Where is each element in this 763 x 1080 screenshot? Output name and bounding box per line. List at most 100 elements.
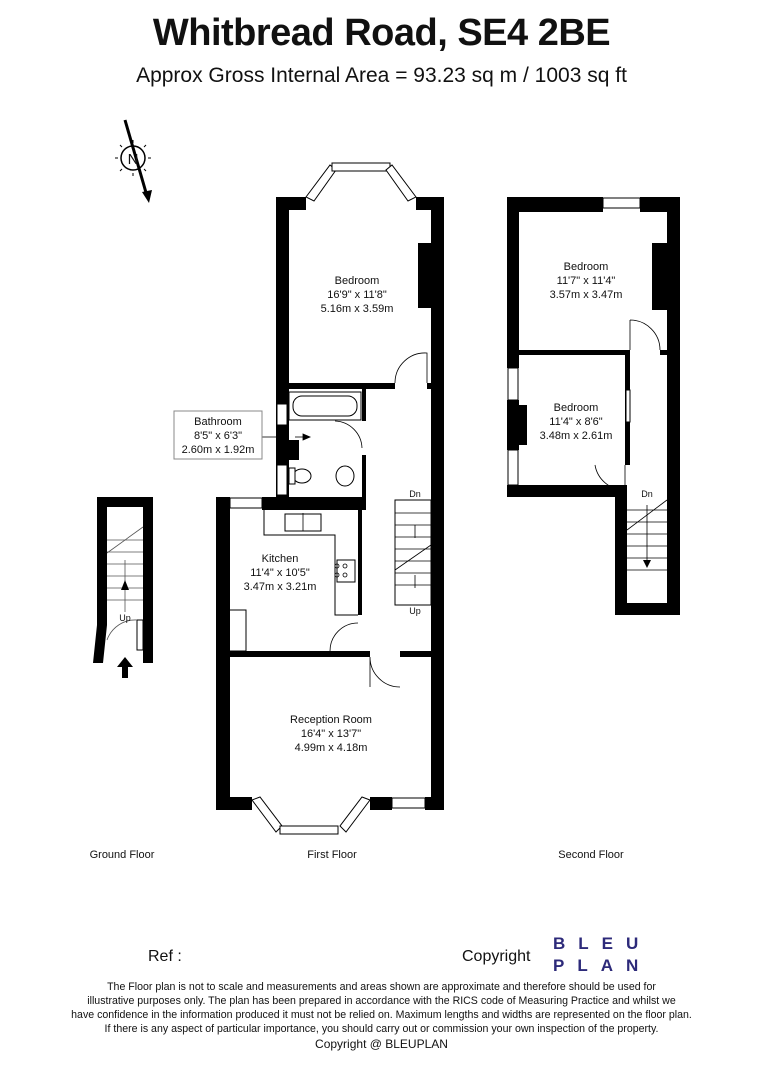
bedroom2-name: Bedroom	[564, 261, 609, 273]
second-floor-plan	[507, 197, 680, 615]
plan-shape	[431, 197, 444, 810]
bedroom3-metric: 3.48m x 2.61m	[540, 430, 613, 442]
ref-label: Ref :	[148, 948, 182, 965]
plan-shape	[119, 168, 123, 172]
plan-shape	[216, 497, 230, 510]
plan-shape	[143, 168, 147, 172]
kitchen-metric: 3.47m x 3.21m	[244, 581, 317, 593]
stair-up-label: Up	[409, 606, 421, 616]
bathroom-name: Bathroom	[194, 416, 242, 428]
plan-shape	[660, 350, 667, 355]
plan-shape	[292, 468, 312, 484]
plan-shape	[262, 352, 432, 688]
plan-shape	[507, 449, 519, 486]
disclaimer-copyright: Copyright @ BLEUPLAN	[315, 1037, 448, 1051]
plan-shape	[173, 410, 263, 460]
disclaimer-line: illustrative purposes only. The plan has…	[87, 995, 676, 1007]
plan-shape	[362, 455, 366, 507]
bedroom1-metric: 5.16m x 3.59m	[321, 303, 394, 315]
kitchen-name: Kitchen	[262, 553, 299, 565]
plan-shape	[143, 497, 153, 663]
first-floor-plan	[173, 162, 444, 835]
plan-shape	[385, 164, 417, 202]
plan-shape	[93, 497, 107, 663]
plan-shape	[507, 197, 680, 615]
plan-shape	[334, 420, 363, 449]
disclaimer: The Floor plan is not to scale and measu…	[0, 980, 763, 1051]
compass-letter: N	[128, 151, 139, 168]
plan-shape	[106, 526, 144, 554]
bedroom3-imperial: 11'4" x 8'6"	[549, 416, 602, 428]
plan-shape	[229, 497, 263, 509]
plan-shape	[334, 572, 340, 578]
plan-shape	[358, 510, 362, 615]
reception-imperial: 16'4" x 13'7"	[301, 728, 361, 740]
plan-shape	[302, 433, 312, 441]
plan-shape	[97, 497, 153, 507]
plan-shape	[334, 563, 340, 569]
ground-floor-plan	[93, 497, 153, 678]
plan-shape	[507, 367, 519, 401]
plan-shape	[289, 383, 395, 389]
compass-icon: N	[115, 119, 152, 203]
reception-metric: 4.99m x 4.18m	[295, 742, 368, 754]
plan-shape	[216, 797, 252, 810]
plan-shape	[329, 622, 359, 652]
plan-shape	[276, 464, 288, 496]
plan-shape	[288, 467, 296, 485]
plan-shape	[142, 190, 152, 203]
stair-down-label: Dn	[409, 489, 421, 499]
plan-shape	[276, 403, 288, 426]
plan-shape	[370, 797, 392, 810]
plan-shape	[228, 609, 247, 652]
plan-shape	[594, 464, 626, 491]
reception-name: Reception Room	[290, 714, 372, 726]
disclaimer-line: If there is any aspect of particular imp…	[104, 1023, 659, 1035]
plan-shape	[425, 797, 444, 810]
plan-shape	[292, 395, 358, 417]
plan-shape	[335, 465, 355, 487]
plan-shape	[394, 544, 432, 571]
disclaimer-line: have confidence in the information produ…	[71, 1009, 692, 1021]
plan-shape	[339, 796, 371, 833]
plan-shape	[519, 350, 630, 355]
plan-shape	[263, 510, 358, 616]
plan-shape	[394, 352, 428, 384]
plan-shape	[507, 485, 627, 497]
plan-shape	[276, 425, 289, 465]
logo-line1: BLEU	[553, 934, 652, 953]
plan-shape	[262, 497, 366, 510]
plan-shape	[143, 144, 147, 148]
plan-shape	[643, 560, 651, 568]
bedroom2-imperial: 11'7" x 11'4"	[557, 275, 616, 287]
plan-shape	[251, 796, 283, 833]
plan-shape	[216, 197, 444, 810]
plan-shape	[507, 197, 519, 368]
plan-shape	[394, 499, 432, 606]
plan-shape	[615, 485, 627, 615]
plan-shape	[229, 651, 370, 657]
bedroom1-name: Bedroom	[335, 275, 380, 287]
ground-floor-label: Ground Floor	[89, 849, 155, 861]
entrance-arrow-icon	[117, 657, 133, 678]
plan-shape	[507, 197, 603, 212]
plan-shape	[667, 197, 680, 615]
plan-shape	[119, 144, 123, 148]
plan-shape	[342, 563, 348, 569]
plan-shape	[106, 619, 138, 641]
plan-shape	[342, 572, 348, 578]
plan-shape	[418, 243, 431, 308]
page-title: Whitbread Road, SE4 2BE	[152, 12, 611, 54]
plan-shape	[400, 651, 431, 657]
copyright-label: Copyright	[462, 948, 531, 965]
bedroom2-metric: 3.57m x 3.47m	[550, 289, 623, 301]
plan-shape	[336, 559, 356, 583]
plan-shape	[625, 389, 631, 423]
plan-shape	[123, 119, 149, 197]
area-subtitle: Approx Gross Internal Area = 93.23 sq m …	[136, 64, 627, 87]
first-floor-label: First Floor	[307, 849, 357, 861]
bedroom1-imperial: 16'9" x 11'8"	[327, 289, 387, 301]
plan-shape	[136, 619, 144, 651]
plan-shape	[216, 497, 230, 810]
